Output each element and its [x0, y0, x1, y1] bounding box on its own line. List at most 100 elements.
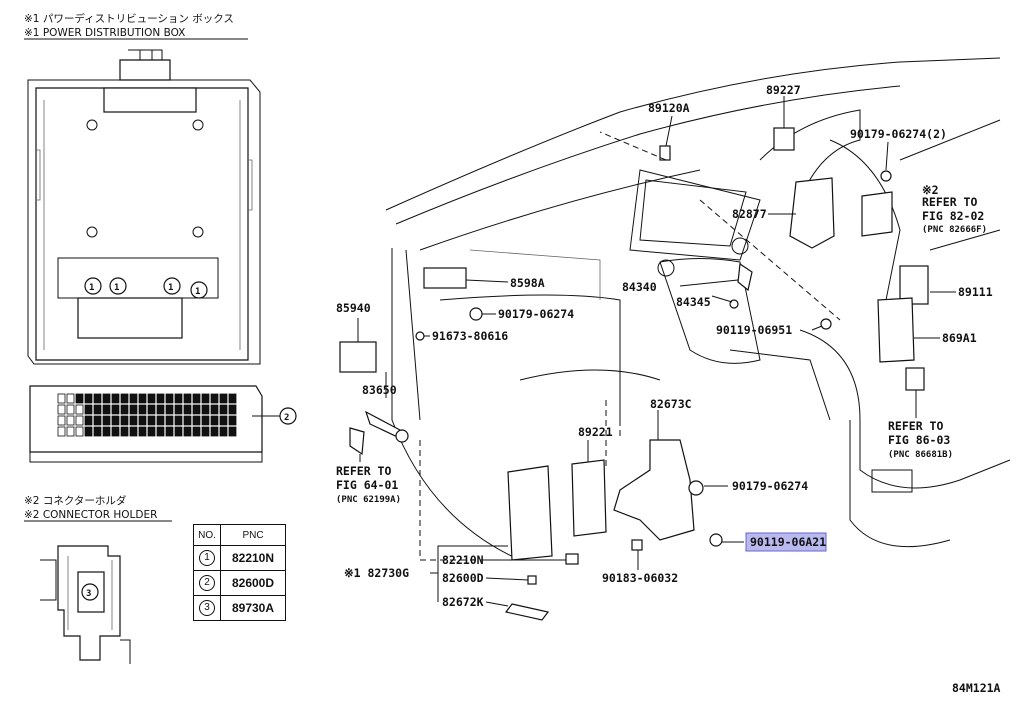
callout-2: 2: [284, 413, 289, 423]
fuse-slot: [183, 426, 192, 437]
label-8598A: 8598A: [510, 276, 545, 290]
table-row: 3 89730A: [193, 595, 286, 621]
fuse-slot: [210, 404, 219, 415]
label-869A1: 869A1: [942, 331, 977, 345]
fuse-slot: [183, 404, 192, 415]
clip-62199A: [349, 427, 365, 456]
ref3-line-b: FIG 64-01: [336, 478, 398, 492]
fuse-slot: [84, 404, 93, 415]
power-distribution-box-top: [27, 49, 261, 365]
fuse-slot: [228, 393, 237, 404]
fuse-slot: [93, 404, 102, 415]
fuse-slot: [183, 393, 192, 404]
fuse-slot: [111, 426, 120, 437]
part-90183-06032: [631, 539, 643, 551]
fuse-slot: [129, 393, 138, 404]
label-82877: 82877: [732, 207, 767, 221]
reference-notes: ※2 REFER TO FIG 82-02 (PNC 82666F) REFER…: [336, 183, 987, 505]
col-no-header: NO.: [193, 524, 221, 546]
fuse-slot: [120, 393, 129, 404]
row-no: 2: [199, 575, 215, 591]
table-row: 1 82210N: [193, 545, 286, 571]
row-pnc[interactable]: 82210N: [220, 545, 286, 571]
fuse-slot: [192, 426, 201, 437]
fuse-slot: [165, 404, 174, 415]
fuse-slot: [84, 415, 93, 426]
fuse-slot: [219, 393, 228, 404]
row-no: 3: [199, 600, 215, 616]
fuse-slot: [201, 404, 210, 415]
fuse-slot: [93, 415, 102, 426]
fuse-slot: [66, 404, 75, 415]
fuse-slot: [57, 426, 66, 437]
label-91673-80616: 91673-80616: [432, 329, 508, 343]
label-82672K: 82672K: [442, 595, 484, 609]
fuse-slot: [210, 426, 219, 437]
table-row: 2 82600D: [193, 570, 286, 596]
fuse-slot: [156, 426, 165, 437]
fuse-slot: [129, 426, 138, 437]
fuse-slot: [192, 415, 201, 426]
ref2-line-c: (PNC 86681B): [888, 450, 953, 460]
fuse-slot: [156, 415, 165, 426]
fuse-slot: [210, 393, 219, 404]
connector-holder: 3: [40, 545, 131, 664]
fuse-slot: [201, 393, 210, 404]
label-82600D: 82600D: [442, 571, 484, 585]
fuse-slot: [147, 415, 156, 426]
part-84340: [737, 262, 753, 292]
part-869A1: [877, 297, 915, 363]
fuse-slot: [66, 393, 75, 404]
fuse-slot: [147, 426, 156, 437]
part-85940: [339, 341, 377, 373]
fuse-slot: [147, 404, 156, 415]
highlight-90119-06A21: [745, 532, 827, 552]
power-distribution-box-side: 2: [29, 385, 297, 463]
pnc-table-header: NO. PNC: [193, 524, 286, 546]
fuse-slot: [165, 393, 174, 404]
fuse-slot: [111, 415, 120, 426]
fuse-slot: [75, 426, 84, 437]
label-90183-06032: 90183-06032: [602, 571, 678, 585]
fuse-slot: [138, 404, 147, 415]
ref2-line-b: FIG 86-03: [888, 433, 950, 447]
fuse-slot: [174, 415, 183, 426]
leader-lines: [357, 96, 956, 607]
fuse-slot: [174, 404, 183, 415]
header1-en: ※1 POWER DISTRIBUTION BOX: [24, 27, 185, 39]
fuse-slot: [120, 415, 129, 426]
fuse-slot: [192, 393, 201, 404]
part-89221: [571, 459, 607, 537]
fuse-slot: [75, 415, 84, 426]
label-82210N: 82210N: [442, 553, 484, 567]
fuse-slot: [84, 426, 93, 437]
ref1-line-b: FIG 82-02: [922, 209, 984, 223]
fuse-slot: [75, 393, 84, 404]
ref2-line-a: REFER TO: [888, 419, 943, 433]
label-90179-06274-a: 90179-06274: [498, 307, 574, 321]
part-89111: [899, 265, 929, 305]
part-86681B: [905, 367, 925, 391]
row-no: 1: [199, 550, 215, 566]
label-85940: 85940: [336, 301, 371, 315]
fuse-slot: [102, 426, 111, 437]
label-89227: 89227: [766, 83, 801, 97]
label-90179-06274-b: 90179-06274: [732, 479, 808, 493]
label-90119-06A21[interactable]: 90119-06A21: [750, 535, 826, 549]
fuse-slot: [120, 426, 129, 437]
row-pnc[interactable]: 89730A: [220, 595, 286, 621]
pnc-table: NO. PNC 1 82210N 2 82600D 3 89730A: [193, 524, 286, 621]
part-82877: [789, 177, 835, 249]
fuse-slot: [102, 404, 111, 415]
fuse-slot: [111, 393, 120, 404]
label-90119-06951: 90119-06951: [716, 323, 792, 337]
label-90179-06274-2: 90179-06274(2): [850, 127, 947, 141]
header2-en: ※2 CONNECTOR HOLDER: [24, 509, 157, 521]
fuse-slot: [228, 404, 237, 415]
row-pnc[interactable]: 82600D: [220, 570, 286, 596]
fuse-slot: [93, 426, 102, 437]
part-8598A: [423, 267, 467, 289]
fuse-slot: [93, 393, 102, 404]
